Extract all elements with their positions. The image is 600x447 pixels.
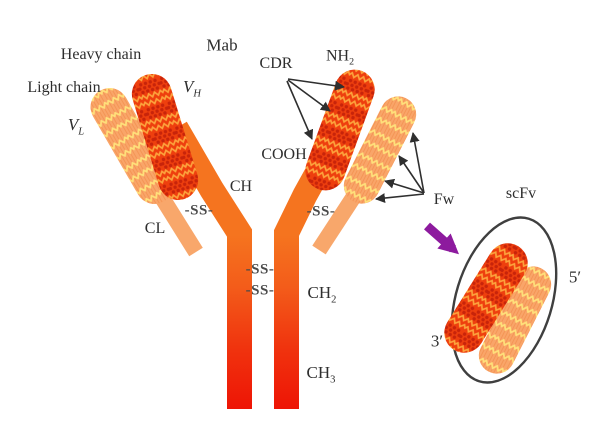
label-scfv: scFv [505,185,537,202]
disulfide-label-left-arm: -SS- [184,202,214,219]
label-three-prime: 3′ [430,331,444,351]
label-cl: CL [144,220,166,237]
label-vl: VL [67,115,85,138]
vl-domain-left [90,88,174,204]
label-ch2: CH2 [307,283,337,306]
disulfide-label-hinge-top: -SS- [245,261,275,278]
vh-domain-right [305,69,375,191]
label-vh: VH [183,77,201,100]
scfv-pointer-arrow [424,222,459,255]
heavy-chain-left [165,121,252,409]
label-cooh: COOH [261,146,307,163]
disulfide-label-hinge-bottom: -SS- [245,282,275,299]
vh-domain-left [131,73,199,201]
label-nh2: NH2 [325,47,355,68]
fw-arrows [375,132,425,204]
label-ch3: CH3 [306,363,336,386]
vl-domain-right [343,96,417,204]
label-five-prime: 5′ [568,267,582,287]
scfv-linker-loop [450,216,558,384]
label-cdr: CDR [259,55,293,72]
cdr-arrows [286,78,345,140]
label-fw: Fw [433,191,455,208]
scfv-group [444,216,558,384]
label-light-chain: Light chain [27,79,101,96]
label-mab: Mab [206,35,238,55]
scfv-vh-capsule [444,243,528,353]
label-ch: CH [229,178,253,195]
disulfide-label-right-arm: -SS- [306,203,336,220]
label-heavy-chain: Heavy chain [60,46,142,63]
scfv-vl-capsule [478,266,552,374]
